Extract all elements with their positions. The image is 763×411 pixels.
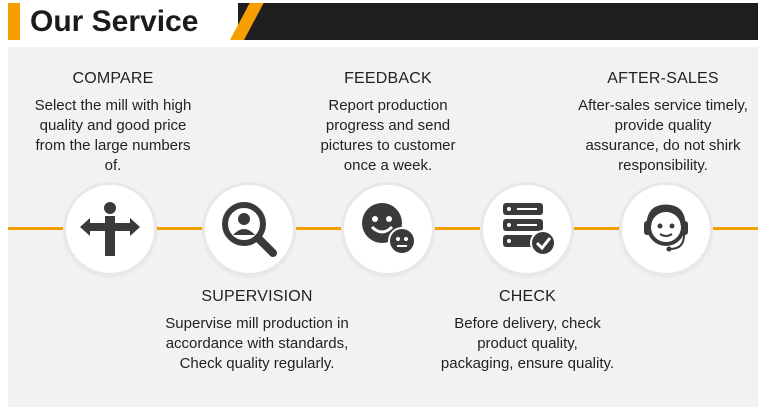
step-supervision-circle <box>205 185 293 273</box>
server-check-icon <box>503 203 556 256</box>
step-description: Before delivery, check product quality, … <box>440 315 615 372</box>
step-description: Supervise mill production in accordance … <box>165 315 349 372</box>
step-feedback-circle <box>344 185 432 273</box>
step-after-sales: AFTER-SALES After-sales service timely, … <box>578 70 748 176</box>
direction-signpost-icon <box>80 202 140 256</box>
page-title: Our Service <box>30 5 199 38</box>
step-description: After-sales service timely, provide qual… <box>578 97 748 174</box>
step-check-circle <box>483 185 571 273</box>
step-after-sales-circle <box>622 185 710 273</box>
header-bar: Our Service <box>8 3 758 40</box>
header-title-area <box>8 3 238 40</box>
step-title: SUPERVISION <box>201 288 313 305</box>
smiley-faces-icon <box>362 203 416 255</box>
step-title: CHECK <box>498 288 556 305</box>
header-accent-left <box>8 3 20 40</box>
step-description: Report production progress and send pict… <box>320 97 456 174</box>
step-supervision: SUPERVISION Supervise mill production in… <box>162 288 352 374</box>
step-compare-circle <box>66 185 154 273</box>
step-title: AFTER-SALES <box>607 70 719 87</box>
step-title: COMPARE <box>72 70 154 87</box>
magnifier-person-icon <box>222 202 277 257</box>
step-compare: COMPARE Select the mill with high qualit… <box>28 70 198 176</box>
step-title: FEEDBACK <box>344 70 432 87</box>
headset-agent-icon <box>644 204 688 252</box>
step-description: Select the mill with high quality and go… <box>34 97 192 174</box>
step-check: CHECK Before delivery, check product qua… <box>440 288 615 374</box>
step-feedback: FEEDBACK Report production progress and … <box>308 70 468 176</box>
